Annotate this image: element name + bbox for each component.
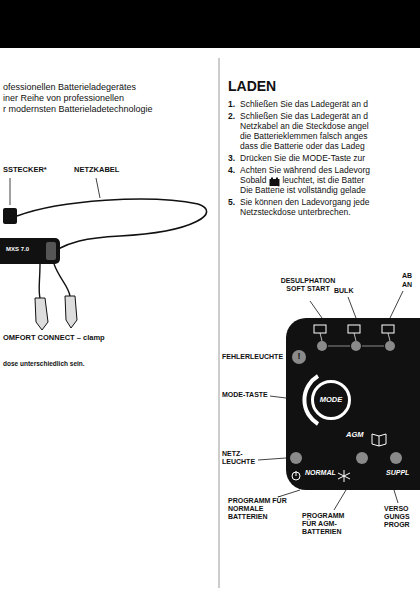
plug [3,208,17,224]
column-divider [219,58,220,588]
footnote: dose unterschiedlich sein. [3,360,85,367]
callout-label: AN [402,281,412,289]
leader-line [278,490,300,497]
callout-label: VERSO GUNGS PROGR [384,505,418,529]
leader-line [310,301,322,318]
step-text: Schließen Sie das Ladegerät an d [240,100,368,110]
mode-button: MODE [311,380,351,420]
clamp-cable [54,264,70,296]
callout-label: DESULPHATION SOFT START [276,277,340,293]
step-text: Sie können den Ladevorgang jede [240,198,370,208]
step-number: 1. [228,100,235,110]
leader-line [10,178,11,205]
leader-line [258,458,286,460]
panel-text: NORMAL [305,469,336,477]
callout-label: PROGRAMM FÜR AGM- BATTERIEN [302,512,356,536]
step-text: Drücken Sie die MODE-Taste zur [240,154,365,164]
leader-line [394,490,398,503]
battery-terminal [271,178,273,180]
battery-terminal [276,178,278,180]
clamp [35,298,48,330]
body-text: ofessionellen Batterieladegerätes [3,82,136,92]
step-text: Schließen Sie das Ladegerät an d [240,112,368,122]
part-label: NETZKABEL [74,166,119,175]
step-text: Achten Sie während des Ladevorg [240,166,370,176]
step-number: 4. [228,166,235,176]
step-text: Netzsteckdose unterbrechen. [240,208,351,218]
error-led: ! [292,350,306,364]
step-number: 3. [228,154,235,164]
callout-label: PROGRAMM FÜR NORMALE BATTERIEN [228,497,290,521]
step-text: dass die Batterie oder das Ladeg [240,142,365,152]
part-label: SSTECKER* [3,166,47,175]
callout-label: MODE-TASTE [222,391,268,399]
button-text: MODE [314,383,348,417]
callout-label: BULK [334,287,353,295]
leader-line [334,490,346,510]
leader-line [348,297,356,318]
led-symbol: ! [292,350,306,364]
step-number: 2. [228,112,235,122]
callout-label: AB [402,272,412,280]
step-text: Sobald [240,176,266,186]
battery-icon [269,179,279,186]
model-label: MXS 7.0 [6,246,29,253]
clamp-cable [38,264,40,298]
step-text: Die Batterie ist vollständig gelade [240,186,366,196]
panel-outline [286,318,420,490]
callout-label: FEHLERLEUCHTE [222,353,283,361]
callout-label: NETZ- LEUCHTE [222,450,258,466]
charger-panel [46,242,56,260]
leader-line [390,291,403,318]
leader-line [96,178,100,198]
section-heading: LADEN [228,78,276,94]
panel-text: AGM [346,431,364,439]
step-text: Netzkabel an die Steckdose angel [240,122,369,132]
panel-text: SUPPL [386,469,409,477]
charger-body [0,238,60,264]
body-text: iner Reihe von professionellen [3,93,124,103]
control-panel: AGM NORMAL SUPPL! MODE [286,318,420,490]
leader-line [270,396,286,398]
clamp [65,296,77,328]
step-number: 5. [228,198,235,208]
body-text: r modernsten Batterieladetechnologie [3,104,153,114]
header-band [0,0,420,48]
part-label: OMFORT CONNECT – clamp [3,334,105,343]
step-text: leuchtet, ist die Batter [282,176,364,186]
step-text: die Batterieklemmen falsch anges [240,132,368,142]
